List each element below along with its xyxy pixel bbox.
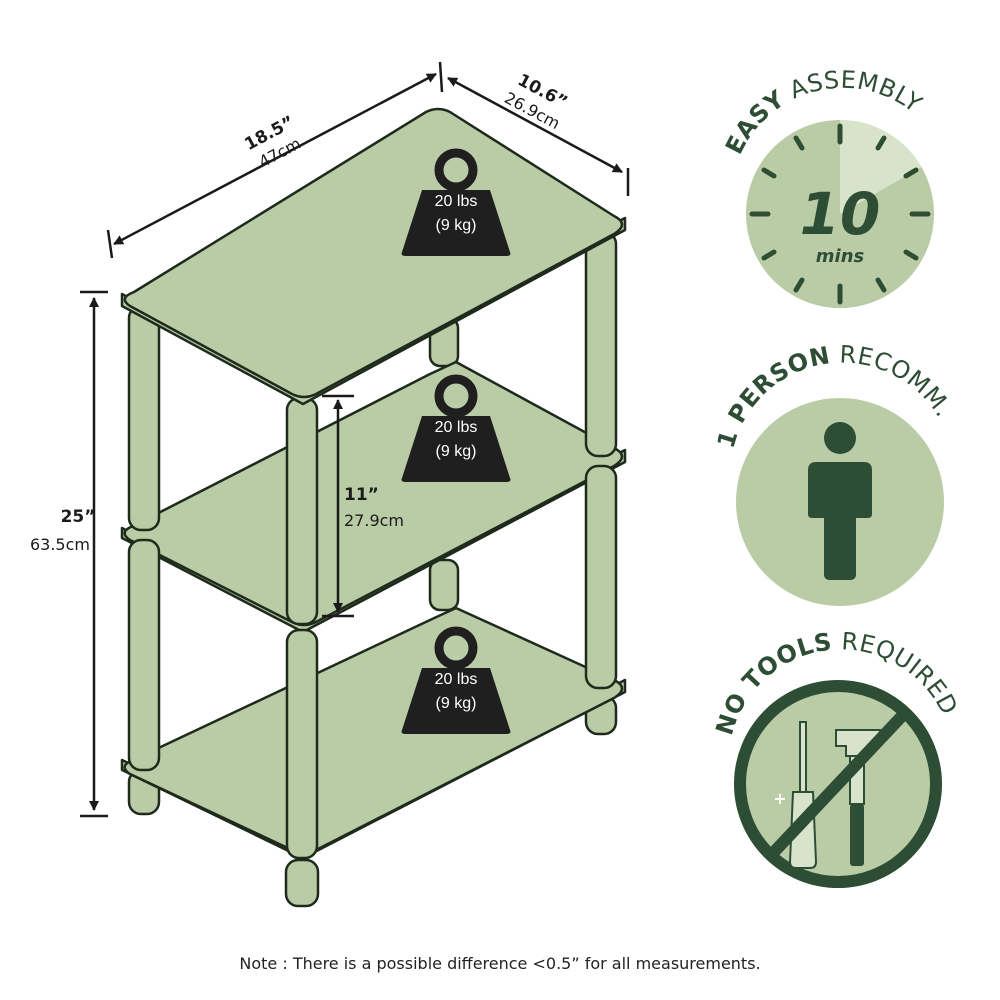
pole-front-right-upper	[285, 396, 319, 626]
pole-front-left-lower	[127, 538, 161, 772]
middle-shelf-weight-kg: (9 kg)	[436, 443, 477, 460]
shelf-unit	[120, 107, 627, 908]
dimensions	[80, 61, 630, 818]
pole-back-right-upper	[584, 230, 618, 458]
bottom-shelf-top	[123, 606, 624, 855]
width-tick-right	[438, 61, 444, 93]
no-tools-icon: +	[769, 711, 907, 869]
no-tools-badge: + NO TOOLS REQUIRED	[710, 627, 963, 888]
width-dimension-line	[113, 72, 437, 246]
width-tick-left	[106, 229, 114, 259]
assembly-unit: mins	[816, 246, 865, 267]
top-shelf-weight-lbs: 20 lbs	[435, 193, 478, 210]
prohibition-slash	[769, 711, 907, 857]
spacing-inches: 11”	[344, 485, 379, 505]
assembly-caption-rest: ASSEMBLY	[776, 66, 927, 119]
measurement-note: Note : There is a possible difference <0…	[239, 954, 761, 973]
spacing-cm: 27.9cm	[344, 511, 404, 530]
easy-assembly-badge: 10 mins EASY ASSEMBLY	[720, 66, 934, 308]
pole-front-left-upper	[127, 304, 161, 532]
svg-text:+: +	[773, 789, 786, 808]
top-shelf-weight-kg: (9 kg)	[436, 217, 477, 234]
bottom-shelf-weight-lbs: 20 lbs	[435, 671, 478, 688]
top-shelf-edge	[120, 216, 627, 406]
foot-front-right	[284, 858, 320, 908]
bottom-shelf-weight-kg: (9 kg)	[436, 695, 477, 712]
pole-back-mid-lower	[428, 558, 460, 612]
clock-icon	[749, 123, 931, 305]
weight-icon: 20 lbs (9 kg)	[401, 374, 511, 482]
pole-front-right-lower	[285, 628, 319, 860]
top-shelf-top	[123, 107, 624, 399]
one-person-badge: 1 PERSON RECOMM.	[712, 340, 958, 606]
pole-back-right-lower	[584, 464, 618, 690]
person-icon	[808, 422, 872, 580]
height-inches: 25”	[61, 507, 96, 527]
middle-shelf-weight-lbs: 20 lbs	[435, 419, 478, 436]
assembly-minutes: 10	[800, 180, 881, 248]
weight-icon: 20 lbs (9 kg)	[401, 626, 511, 734]
depth-dimension-line	[447, 76, 623, 174]
height-cm: 63.5cm	[30, 535, 90, 554]
